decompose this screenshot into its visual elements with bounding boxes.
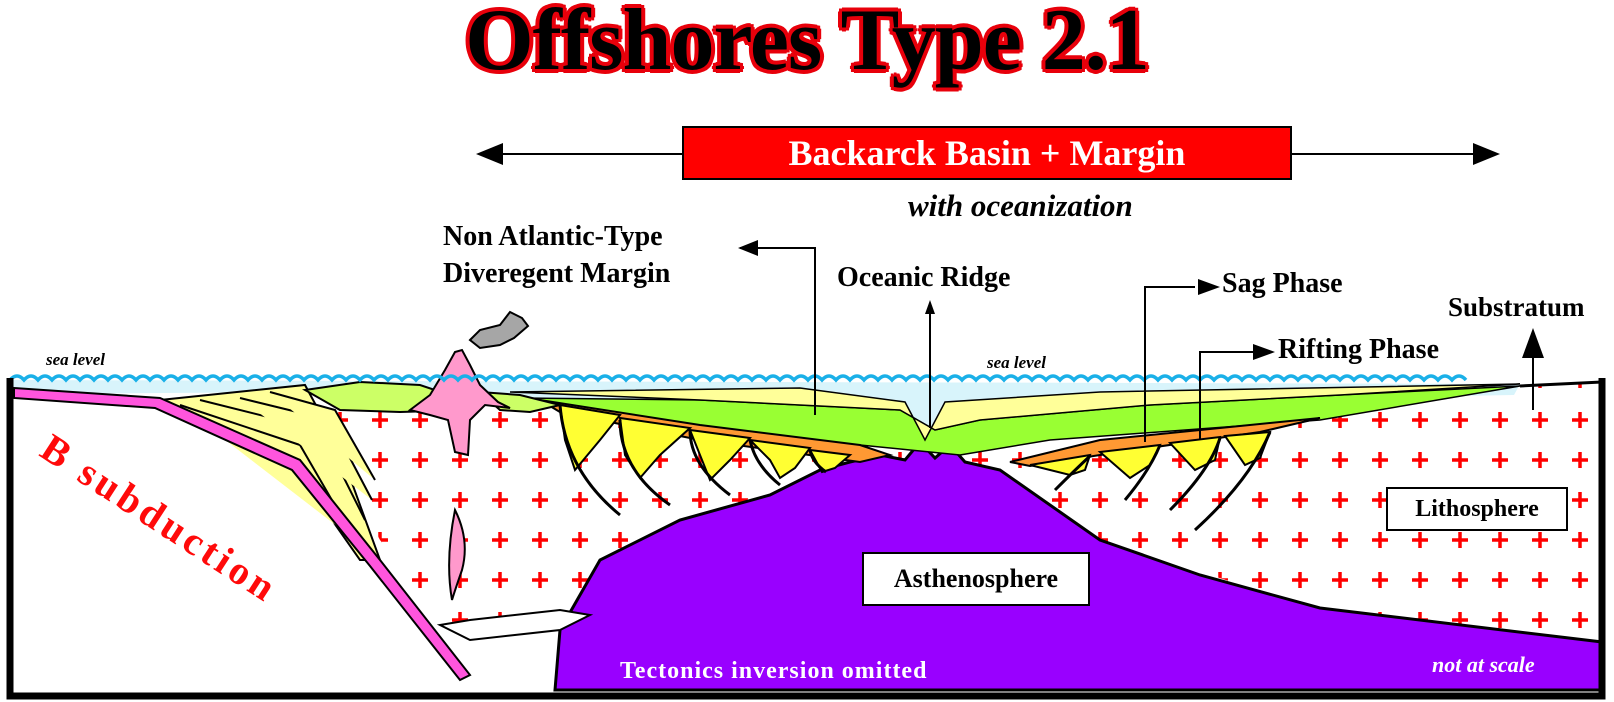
sea-level-label-left: sea level	[46, 350, 105, 369]
banner-subtitle: with oceanization	[908, 188, 1133, 223]
margin-label: Non Atlantic-Type Diveregent Margin	[443, 218, 670, 292]
sea-level-waves	[8, 374, 1468, 383]
basin-banner: Backarck Basin + Margin	[682, 126, 1292, 180]
scale-note: not at scale	[1432, 652, 1535, 677]
section-frame	[6, 378, 1606, 700]
sag-phase-layer	[509, 383, 1521, 442]
normal-faults	[558, 404, 1272, 532]
lithosphere-label: Lithosphere	[1386, 487, 1568, 531]
tectonics-note: Tectonics inversion omitted	[620, 658, 928, 684]
leader-arrowheads	[738, 240, 1544, 360]
asthenosphere-label: Asthenosphere	[862, 552, 1090, 606]
mantle-wedge	[436, 608, 594, 642]
margin-label-line2: Diveregent Margin	[443, 258, 671, 289]
ash-cloud	[468, 310, 530, 350]
page-title: Offshores Type 2.1	[465, 0, 1150, 89]
basin-extent-arrow	[476, 143, 1500, 165]
margin-label-line1: Non Atlantic-Type	[443, 221, 663, 252]
oceanic-ridge-label: Oceanic Ridge	[837, 262, 1011, 293]
magma-lens	[448, 506, 466, 601]
sea-level-label-right: sea level	[987, 353, 1046, 372]
arc-volcano	[407, 348, 511, 457]
sag-phase-label: Sag Phase	[1222, 268, 1343, 299]
subducting-slab	[13, 386, 472, 682]
syn-rift-wedges-left	[558, 403, 853, 482]
substratum-label: Substratum	[1448, 292, 1585, 322]
rifting-phase-label: Rifting Phase	[1278, 334, 1439, 365]
leader-arrows	[740, 247, 1534, 442]
